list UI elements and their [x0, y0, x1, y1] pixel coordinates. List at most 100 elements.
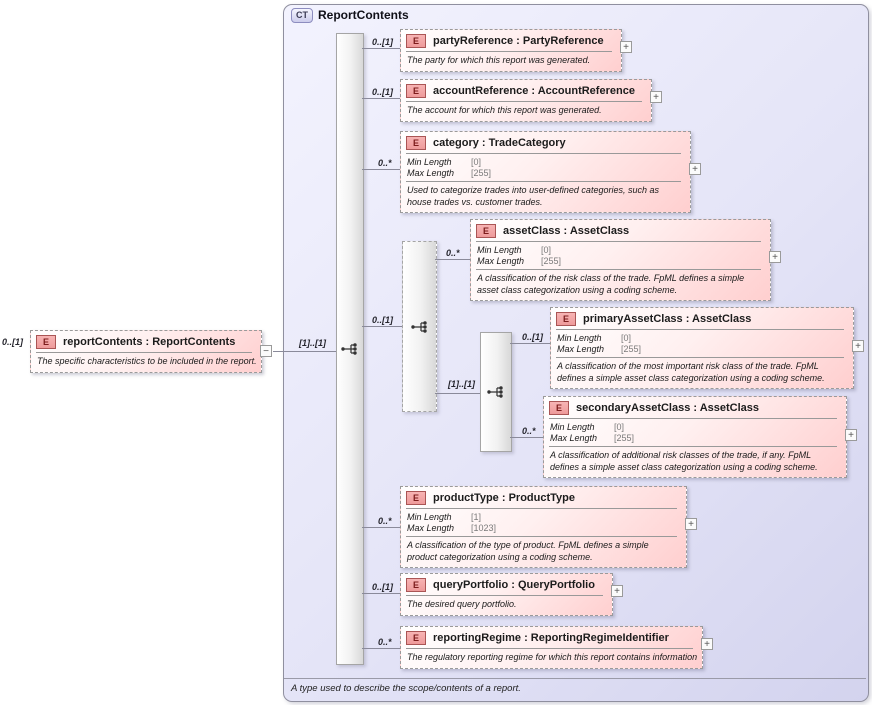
cardinality-label: 0..*: [378, 637, 392, 647]
connector-line: [362, 326, 402, 327]
connector-line: [435, 393, 480, 394]
element-label: secondaryAssetClass : AssetClass: [576, 401, 760, 414]
element-label: category : TradeCategory: [433, 136, 566, 149]
element-label: assetClass : AssetClass: [503, 224, 630, 237]
element-annotation: A classification of the type of product.…: [407, 540, 649, 562]
expand-button[interactable]: +: [689, 163, 701, 175]
collapse-button[interactable]: −: [260, 345, 272, 357]
complex-type-badge: CT: [291, 8, 313, 23]
element-badge: E: [406, 33, 426, 48]
element-box-category[interactable]: E category : TradeCategory Min Length[0]…: [400, 131, 691, 214]
facet-label: Max Length: [557, 344, 605, 354]
cardinality-label: 0..*: [522, 426, 536, 436]
element-box-accountReference[interactable]: E accountReference : AccountReference Th…: [400, 79, 652, 122]
complex-type-annotation: A type used to describe the scope/conten…: [291, 683, 521, 694]
element-box-secondaryAssetClass[interactable]: E secondaryAssetClass : AssetClass Min L…: [543, 396, 847, 479]
facet-label: Min Length: [407, 157, 452, 167]
element-badge: E: [556, 311, 576, 326]
connector-line: [273, 351, 336, 352]
sequence-icon: [341, 343, 357, 355]
element-annotation: The desired query portfolio.: [407, 599, 517, 609]
connector-line: [510, 343, 550, 344]
element-label: queryPortfolio : QueryPortfolio: [433, 578, 595, 591]
element-annotation: A classification of the most important r…: [557, 361, 825, 383]
connector-line: [362, 98, 400, 99]
facet-label: Max Length: [407, 168, 455, 178]
element-badge: E: [406, 630, 426, 645]
facet-value: [255]: [621, 344, 642, 354]
expand-button[interactable]: +: [650, 91, 662, 103]
cardinality-label: 0..*: [378, 516, 392, 526]
element-box-queryPortfolio[interactable]: E queryPortfolio : QueryPortfolio The de…: [400, 573, 613, 616]
facet-label: Max Length: [477, 256, 525, 266]
facet-value: [0]: [471, 157, 482, 167]
element-annotation: A classification of the risk class of th…: [477, 273, 745, 295]
facet-label: Min Length: [550, 422, 595, 432]
connector-line: [362, 48, 400, 49]
facet-label: Min Length: [407, 512, 452, 522]
connector-line: [510, 437, 543, 438]
divider: [549, 446, 837, 447]
connector-line: [362, 593, 400, 594]
cardinality-label: [1]..[1]: [448, 379, 475, 389]
expand-button[interactable]: +: [685, 518, 697, 530]
facet-value: [255]: [541, 256, 562, 266]
cardinality-label: 0..[1]: [372, 582, 394, 592]
divider: [406, 51, 612, 52]
connector-line: [362, 648, 400, 649]
cardinality-label: 0..[1]: [372, 315, 394, 325]
element-badge: E: [476, 223, 496, 238]
divider: [556, 329, 844, 330]
element-box-productType[interactable]: E productType : ProductType Min Length [1…: [400, 486, 687, 569]
facet-value: [0]: [621, 333, 632, 343]
facets: Min Length[1] Max Length[1023]: [401, 509, 686, 536]
divider: [476, 241, 761, 242]
complex-type-title: ReportContents: [318, 8, 409, 22]
cardinality-label: 0..[1]: [372, 37, 394, 47]
expand-button[interactable]: +: [845, 429, 857, 441]
element-box-primaryAssetClass[interactable]: E primaryAssetClass : AssetClass Min Len…: [550, 307, 854, 390]
facet-label: Max Length: [407, 523, 455, 533]
divider: [406, 648, 693, 649]
divider: [406, 595, 603, 596]
divider: [556, 357, 844, 358]
expand-button[interactable]: +: [611, 585, 623, 597]
cardinality-label: 0..*: [378, 158, 392, 168]
element-box-partyReference[interactable]: E partyReference : PartyReference The pa…: [400, 29, 622, 72]
expand-button[interactable]: +: [852, 340, 864, 352]
element-label: primaryAssetClass : AssetClass: [583, 312, 752, 325]
facets: Min Length[0] Max Length[255]: [471, 242, 770, 269]
divider: [476, 269, 761, 270]
divider: [406, 508, 677, 509]
expand-button[interactable]: +: [620, 41, 632, 53]
element-box-assetClass[interactable]: E assetClass : AssetClass Min Length[0] …: [470, 219, 771, 302]
cardinality-label: 0..[1]: [522, 332, 544, 342]
facet-label: Max Length: [550, 433, 598, 443]
facets: Min Length[0] Max Length[255]: [551, 330, 853, 357]
element-annotation: The party for which this report was gene…: [407, 55, 591, 65]
facet-value: [1023]: [471, 523, 497, 533]
element-label: productType : ProductType: [433, 491, 575, 504]
element-badge: E: [36, 334, 56, 349]
element-badge: E: [406, 83, 426, 98]
element-annotation: The account for which this report was ge…: [407, 105, 602, 115]
element-annotation: The specific characteristics to be inclu…: [37, 356, 257, 366]
sequence-icon: [410, 320, 427, 333]
sequence-bar: [480, 332, 512, 452]
divider: [406, 153, 681, 154]
element-label: reportingRegime : ReportingRegimeIdentif…: [433, 631, 669, 644]
divider: [406, 101, 642, 102]
expand-button[interactable]: +: [769, 251, 781, 263]
element-badge: E: [549, 400, 569, 415]
divider: [406, 181, 681, 182]
element-badge: E: [406, 577, 426, 592]
expand-button[interactable]: +: [701, 638, 713, 650]
facets: Min Length[0] Max Length[255]: [401, 154, 690, 181]
element-badge: E: [406, 490, 426, 505]
element-box-reportingRegime[interactable]: E reportingRegime : ReportingRegimeIdent…: [400, 626, 703, 669]
divider: [36, 352, 252, 353]
element-annotation: A classification of additional risk clas…: [550, 450, 818, 472]
element-label: reportContents : ReportContents: [63, 335, 236, 348]
connector-line: [362, 527, 400, 528]
element-box-reportContents[interactable]: E reportContents : ReportContents The sp…: [30, 330, 262, 373]
